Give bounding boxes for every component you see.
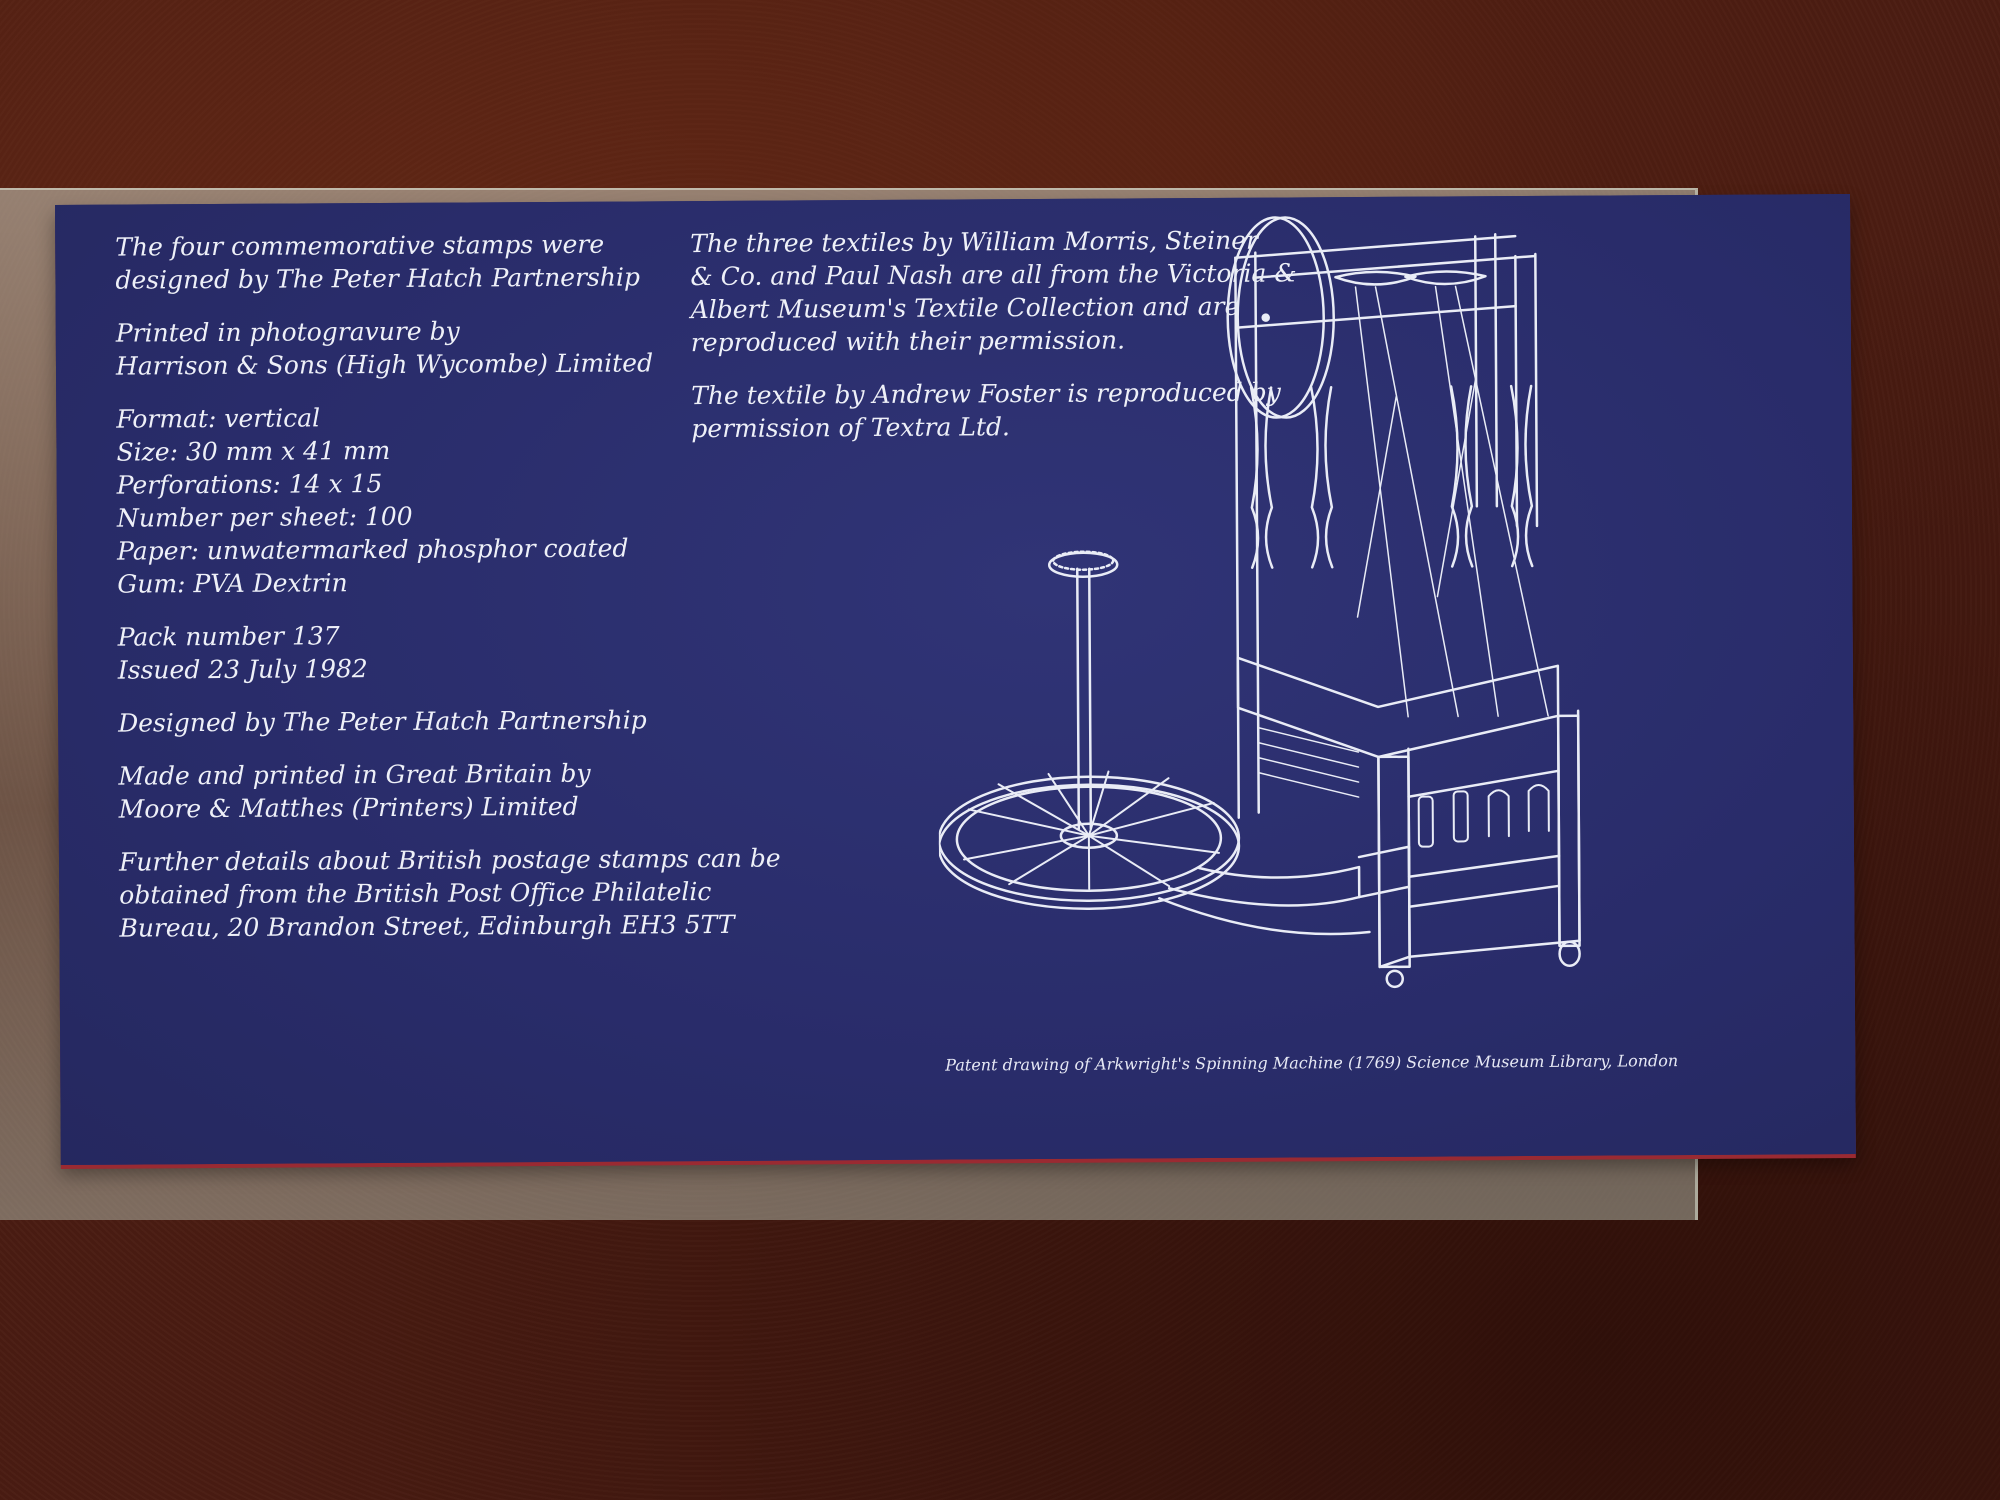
text-line: Number per sheet: 100 bbox=[116, 501, 413, 533]
text-line: Further details about British postage st… bbox=[118, 843, 781, 877]
text-line: Moore & Matthes (Printers) Limited bbox=[118, 791, 579, 824]
paragraph-printer: Printed in photogravure by Harrison & So… bbox=[116, 313, 716, 383]
text-line: Issued 23 July 1982 bbox=[117, 654, 368, 685]
text-line: Paper: unwatermarked phosphor coated bbox=[117, 533, 629, 566]
text-line: obtained from the British Post Office Ph… bbox=[119, 877, 712, 910]
text-line: Gum: PVA Dextrin bbox=[117, 568, 348, 599]
text-line: Made and printed in Great Britain by bbox=[118, 758, 591, 791]
left-text-column: The four commemorative stamps were desig… bbox=[115, 227, 781, 965]
paragraph-further-details: Further details about British postage st… bbox=[118, 842, 781, 945]
text-line: Pack number 137 bbox=[117, 621, 340, 652]
text-line: Format: vertical bbox=[116, 403, 321, 434]
text-line: Designed by The Peter Hatch Partnership bbox=[118, 705, 647, 738]
text-line: The four commemorative stamps were bbox=[115, 229, 605, 262]
paragraph-designed-by: Designed by The Peter Hatch Partnership bbox=[118, 703, 718, 740]
text-line: Size: 30 mm x 41 mm bbox=[116, 435, 391, 467]
spinning-machine-illustration bbox=[937, 216, 1581, 989]
presentation-pack-card: The four commemorative stamps were desig… bbox=[55, 194, 1856, 1165]
paragraph-made-printed: Made and printed in Great Britain by Moo… bbox=[118, 756, 718, 826]
text-line: designed by The Peter Hatch Partnership bbox=[115, 262, 641, 295]
text-line: Bureau, 20 Brandon Street, Edinburgh EH3… bbox=[119, 909, 735, 943]
text-line: Printed in photogravure by bbox=[115, 316, 460, 348]
illustration-caption: Patent drawing of Arkwright's Spinning M… bbox=[945, 1051, 1679, 1075]
paragraph-pack-number: Pack number 137 Issued 23 July 1982 bbox=[118, 617, 718, 687]
paragraph-designers: The four commemorative stamps were desig… bbox=[115, 227, 715, 297]
paragraph-specifications: Format: vertical Size: 30 mm x 41 mm Per… bbox=[116, 399, 717, 601]
text-line: Harrison & Sons (High Wycombe) Limited bbox=[115, 348, 654, 381]
text-line: Perforations: 14 x 15 bbox=[116, 469, 383, 500]
